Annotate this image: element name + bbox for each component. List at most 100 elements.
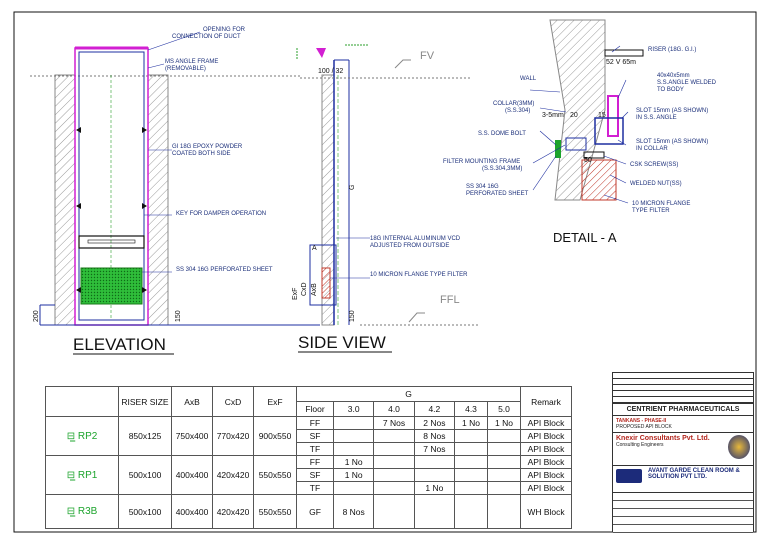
cell-g: 1 No (454, 416, 488, 430)
perforated-sheet (80, 267, 143, 305)
cell-floor: SF (296, 468, 334, 482)
header-g-col: 3.0 (332, 401, 375, 417)
cell-remark: API Block (520, 416, 572, 430)
header-cxd: CxD (212, 386, 254, 417)
detail-bolt: S.S. DOME BOLT (478, 131, 526, 137)
cell-remark: API Block (520, 468, 572, 482)
cell-floor: FF (296, 455, 334, 469)
cell-g (373, 481, 415, 495)
project-name-2: PROPOSED API BLOCK (616, 424, 672, 430)
detail-ang: 40x40x5mm (657, 73, 690, 79)
table-row: ⊟̲ R3B 500x100 400x400 420x420 550x550 G… (45, 494, 572, 529)
client-name: CENTRIENT PHARMACEUTICALS (626, 406, 740, 413)
detail-title: DETAIL - A (553, 230, 617, 245)
detail-perf-2: PERFORATED SHEET (466, 191, 529, 197)
table-row: TF 1 No API Block (46, 481, 572, 495)
label-gi-2: COATED BOTH SIDE (172, 151, 231, 157)
cell-remark: API Block (520, 442, 572, 456)
header-remark: Remark (520, 386, 572, 417)
contractor-name-2: SOLUTION PVT LTD. (648, 474, 707, 480)
label-angle-frame: MS ANGLE FRAME (165, 59, 218, 65)
cell-g (332, 429, 375, 443)
detail-collar: COLLAR(3MM) (493, 101, 534, 107)
cell-g: 1 No (413, 481, 456, 495)
header-g-col: 5.0 (486, 401, 522, 417)
detail-ang-3: TO BODY (657, 87, 684, 93)
table-row: ⊟̲ RP2 850x125 750x400 770x420 900x550 F… (45, 416, 572, 456)
header-axb: AxB (171, 386, 213, 417)
detail-d3: 15 (598, 112, 606, 119)
detail-d2: 20 (570, 112, 578, 119)
fv-mark: FV (420, 50, 435, 62)
cell-remark: API Block (520, 455, 572, 469)
detail-filt: 10 MICRON FLANGE (632, 201, 690, 207)
label-vcd-2: ADJUSTED FROM OUTSIDE (370, 243, 449, 249)
riser-tag: ⊟̲ R3B (45, 494, 119, 529)
mark-exf: ExF (292, 288, 299, 300)
cell-g: 7 Nos (373, 416, 415, 430)
label-opening-2: CONNECTION OF DUCT (172, 34, 241, 40)
cell-g: 1 No (332, 468, 375, 482)
riser-symbol-icon: ⊟̲ (66, 506, 78, 517)
riser-tag: ⊟̲ RP1 (45, 455, 119, 495)
detail-slot1: SLOT 15mm (AS SHOWN) (636, 108, 708, 114)
mark-a: A (312, 245, 317, 252)
right-wall (147, 74, 169, 326)
cell-exf: 550x550 (253, 455, 297, 495)
side-view: 100 / 32 FV A ExF CxD AxB G 150 18G INTE… (292, 44, 480, 353)
cell-exf: 900x550 (253, 416, 297, 456)
cell-floor: TF (296, 442, 334, 456)
label-vcd: 18G INTERNAL ALUMINUM VCD (370, 236, 461, 242)
riser-symbol-icon: ⊟̲ (66, 469, 78, 481)
contractor-name: AVANT GARDE CLEAN ROOM & (648, 468, 740, 474)
cell-g (454, 481, 488, 495)
label-sheet: SS 304 16G PERFORATED SHEET (176, 267, 273, 273)
detail-nut: WELDED NUT(SS) (630, 181, 682, 187)
detail-top-dim: 52 V 65m (606, 59, 636, 66)
header-g: G (296, 386, 521, 402)
mark-150: 150 (349, 310, 356, 322)
cell-g (486, 455, 522, 469)
cell-exf: 550x550 (253, 494, 297, 529)
cell-g: 2 Nos (413, 416, 456, 430)
ffl-mark: FFL (440, 294, 460, 306)
cell-g (454, 442, 488, 456)
cell-g (486, 481, 522, 495)
cell-g (454, 494, 488, 529)
detail-frame: FILTER MOUNTING FRAME (443, 159, 520, 165)
title-block: CENTRIENT PHARMACEUTICALS TANKANS - PHAS… (612, 372, 754, 533)
cell-axb: 400x400 (171, 494, 213, 529)
header-g-col: 4.2 (413, 401, 456, 417)
project-name: TANKANS - PHASE-II (616, 418, 667, 424)
detail-wall: WALL (520, 76, 537, 82)
cell-remark: API Block (520, 429, 572, 443)
consultant-logo-icon (728, 435, 750, 459)
damper-key (78, 235, 145, 249)
cell-g: 7 Nos (413, 442, 456, 456)
cell-g (373, 429, 415, 443)
cell-g (332, 442, 375, 456)
header-floor: Floor (296, 401, 334, 417)
cell-g (373, 494, 415, 529)
label-angle-frame-2: (REMOVABLE) (165, 66, 206, 72)
detail-perf: SS 304 16G (466, 184, 499, 190)
detail-d4: 50 (584, 157, 592, 164)
detail-slot2-b: IN COLLAR (636, 146, 668, 152)
cell-g (486, 494, 522, 529)
cell-remark: API Block (520, 481, 572, 495)
cell-size: 850x125 (118, 416, 172, 456)
riser-tag: ⊟̲ RP2 (45, 416, 119, 456)
cell-floor: SF (296, 429, 334, 443)
cell-floor: FF (296, 416, 334, 430)
detail-filt-2: TYPE FILTER (632, 208, 670, 214)
cell-g (373, 468, 415, 482)
consultant-name: Knexir Consultants Pvt. Ltd. (616, 435, 710, 442)
cell-axb: 750x400 (171, 416, 213, 456)
cell-g (413, 494, 456, 529)
cell-g (454, 429, 488, 443)
elevation-view: 200 150 OPENING FOR CONNECTION OF DUCT M… (30, 27, 320, 355)
elevation-dim-left: 200 (33, 310, 40, 322)
detail-collar-2: (S.S.304) (505, 108, 530, 114)
cell-g (332, 481, 375, 495)
cell-g: 1 No (486, 416, 522, 430)
